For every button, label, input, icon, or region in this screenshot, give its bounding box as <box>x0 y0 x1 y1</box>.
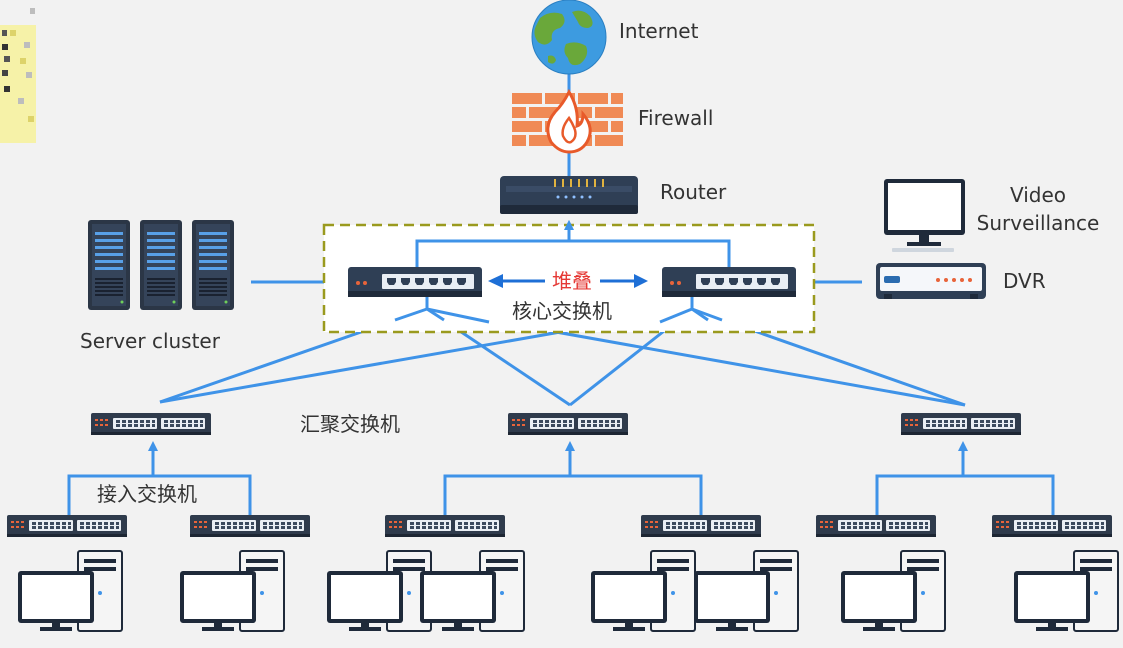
core-switch-label: 核心交换机 <box>512 299 612 323</box>
server-cluster-icon <box>88 220 234 310</box>
aggregation-switch-1-icon <box>91 413 211 435</box>
server-cluster-label: Server cluster <box>80 329 220 353</box>
stack-double-arrow <box>488 274 648 288</box>
internet-label: Internet <box>619 19 699 43</box>
dvr-icon <box>876 263 986 299</box>
access-switch-1-icon <box>7 515 127 537</box>
pc-6-icon <box>693 550 799 632</box>
pc-7-icon <box>840 550 946 632</box>
access-switch-4-icon <box>641 515 761 537</box>
access-switch-6-icon <box>992 515 1112 537</box>
aggregation-switch-label: 汇聚交换机 <box>300 412 400 436</box>
stack-label: 堆叠 <box>552 269 592 293</box>
router-label: Router <box>660 180 727 204</box>
pc-5-icon <box>590 550 696 632</box>
pc-1-icon <box>17 550 123 632</box>
pc-4-icon <box>419 550 525 632</box>
access-switch-label: 接入交换机 <box>97 482 197 506</box>
core-switch-left-icon <box>348 267 482 297</box>
aggregation-switch-2-icon <box>508 413 628 435</box>
internet-globe-icon <box>531 0 607 75</box>
pc-3-icon <box>326 550 432 632</box>
access-switch-3-icon <box>385 515 505 537</box>
video-surveillance-label-line1: Video <box>1009 183 1067 207</box>
router-icon <box>500 176 638 214</box>
video-surveillance-label-line2: Surveillance <box>976 211 1100 235</box>
firewall-label: Firewall <box>638 106 714 130</box>
access-switch-2-icon <box>190 515 310 537</box>
core-switch-right-icon <box>662 267 796 297</box>
pc-2-icon <box>179 550 285 632</box>
decorative-pixel-mark <box>0 8 36 143</box>
access-switch-5-icon <box>816 515 936 537</box>
monitor-icon <box>884 179 965 252</box>
dvr-label: DVR <box>1003 269 1046 293</box>
pc-8-icon <box>1013 550 1119 632</box>
firewall-icon <box>511 88 623 154</box>
aggregation-switch-3-icon <box>901 413 1021 435</box>
